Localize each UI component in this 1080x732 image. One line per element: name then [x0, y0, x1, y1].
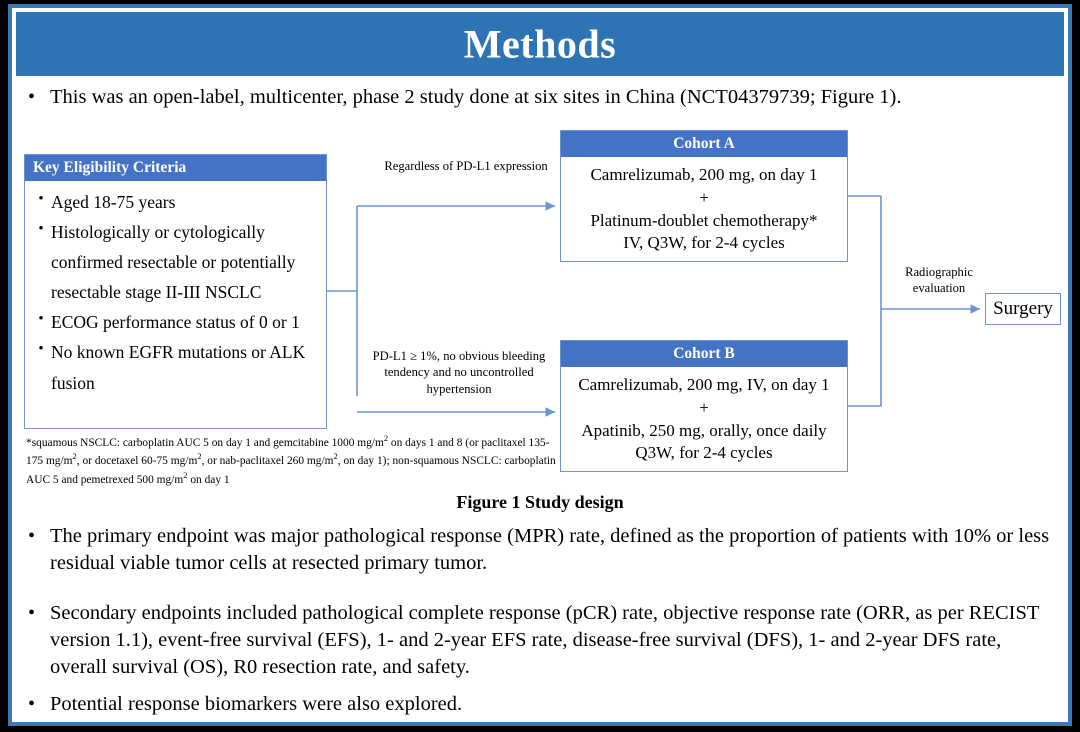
secondary-endpoint-bullet: • Secondary endpoints included pathologi…	[28, 600, 1060, 681]
chemotherapy-footnote: *squamous NSCLC: carboplatin AUC 5 on da…	[26, 433, 556, 486]
eligibility-item-label: No known EGFR mutations or ALK fusion	[51, 342, 306, 393]
biomarker-bullet: • Potential response biomarkers were als…	[28, 691, 1060, 718]
list-item: • ECOG performance status of 0 or 1	[31, 307, 320, 337]
biomarker-text: Potential response biomarkers were also …	[50, 693, 463, 715]
eligibility-list: • Aged 18-75 years • Histologically or c…	[25, 181, 326, 398]
primary-endpoint-bullet: • The primary endpoint was major patholo…	[28, 523, 1060, 577]
title-banner: Methods	[16, 12, 1064, 76]
bullet-dot-icon: •	[28, 602, 36, 624]
surgery-box: Surgery	[985, 293, 1061, 325]
slide-title: Methods	[463, 21, 617, 67]
eligibility-criteria-box: Key Eligibility Criteria • Aged 18-75 ye…	[24, 154, 327, 429]
bullet-dot-icon: •	[38, 311, 44, 328]
intro-bullet: • This was an open-label, multicenter, p…	[28, 84, 1060, 111]
cohort-a-box: Cohort A Camrelizumab, 200 mg, on day 1 …	[560, 130, 848, 262]
bullet-dot-icon: •	[28, 525, 36, 547]
bullet-dot-icon: •	[38, 191, 44, 207]
list-item: • Aged 18-75 years	[31, 187, 320, 217]
eligibility-item-label: Histologically or cytologically confirme…	[51, 222, 296, 303]
eligibility-item-label: Aged 18-75 years	[51, 192, 176, 212]
bullet-dot-icon: •	[28, 86, 36, 108]
cohort-a-line: Camrelizumab, 200 mg, on day 1	[590, 165, 818, 184]
figure-caption: Figure 1 Study design	[456, 492, 624, 512]
bullet-dot-icon: •	[38, 341, 44, 358]
connector-label-cohort-a: Regardless of PD-L1 expression	[384, 159, 548, 173]
primary-endpoint-text: The primary endpoint was major pathologi…	[50, 525, 1050, 575]
list-item: • Histologically or cytologically confir…	[31, 217, 320, 307]
study-design-diagram: Key Eligibility Criteria • Aged 18-75 ye…	[12, 116, 1068, 506]
cohort-b-line: Camrelizumab, 200 mg, IV, on day 1	[578, 375, 830, 394]
bullet-dot-icon: •	[38, 221, 44, 238]
connector-label-surgery: Radiographic evaluation	[905, 265, 973, 296]
cohort-b-header: Cohort B	[561, 341, 847, 367]
slide-frame: Methods • This was an open-label, multic…	[8, 4, 1072, 726]
cohort-b-line: +	[699, 397, 709, 417]
eligibility-item-label: ECOG performance status of 0 or 1	[51, 312, 300, 333]
cohort-b-box: Cohort B Camrelizumab, 200 mg, IV, on da…	[560, 340, 848, 472]
bullet-dot-icon: •	[28, 693, 36, 715]
list-item: • No known EGFR mutations or ALK fusion	[31, 337, 320, 397]
surgery-label: Surgery	[993, 298, 1053, 319]
secondary-endpoint-text: Secondary endpoints included pathologica…	[50, 602, 1040, 679]
cohort-a-body: Camrelizumab, 200 mg, on day 1 + Platinu…	[561, 157, 847, 255]
cohort-b-line: Apatinib, 250 mg, orally, once daily	[581, 420, 827, 440]
cohort-b-body: Camrelizumab, 200 mg, IV, on day 1 + Apa…	[561, 367, 847, 465]
cohort-b-line: Q3W, for 2-4 cycles	[635, 443, 773, 463]
intro-bullet-text: This was an open-label, multicenter, pha…	[50, 86, 902, 108]
cohort-a-line: +	[699, 187, 709, 207]
cohort-a-line: Platinum-doublet chemotherapy*	[590, 210, 818, 230]
cohort-a-header: Cohort A	[561, 131, 847, 157]
cohort-a-line: IV, Q3W, for 2-4 cycles	[623, 233, 785, 253]
eligibility-header: Key Eligibility Criteria	[25, 155, 326, 181]
connector-label-cohort-b: PD-L1 ≥ 1%, no obvious bleeding tendency…	[372, 349, 546, 396]
